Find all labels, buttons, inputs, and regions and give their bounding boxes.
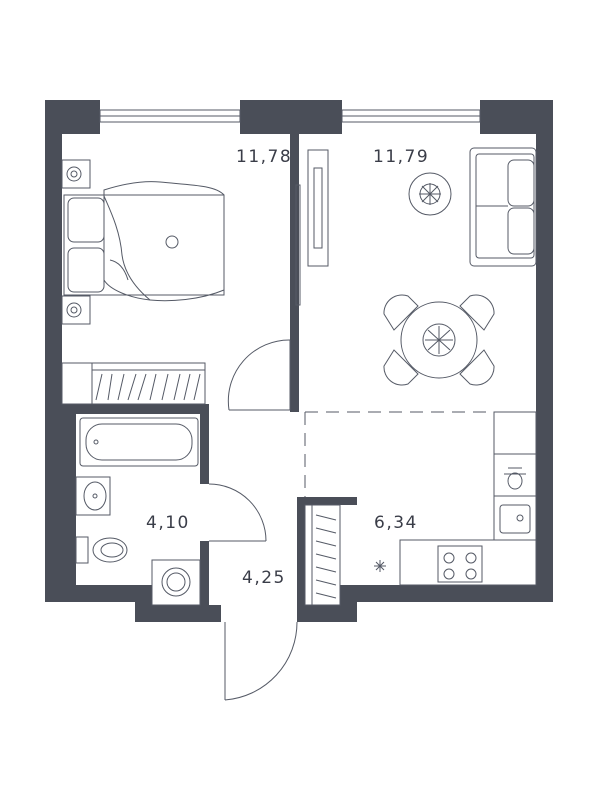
coffee-table	[408, 172, 452, 216]
bathroom-area-label: 4,10	[146, 513, 190, 533]
tv-unit	[295, 149, 329, 306]
living-room-area-label: 11,79	[373, 147, 430, 167]
sofa	[469, 147, 537, 267]
kitchen-units	[374, 411, 537, 586]
wardrobe-bedroom	[61, 362, 206, 405]
walls	[45, 100, 553, 622]
toilet	[75, 536, 128, 564]
interior-lines	[208, 339, 536, 701]
dining-table	[383, 294, 495, 386]
kitchen-area-label: 6,34	[374, 513, 418, 533]
windows	[99, 109, 481, 123]
washing-machine	[151, 559, 201, 606]
hallway-area-label: 4,25	[242, 568, 286, 588]
sink	[75, 476, 111, 516]
wardrobe-hall	[304, 504, 341, 606]
bed	[61, 159, 225, 325]
bathtub	[79, 417, 199, 467]
bedroom-area-label: 11,78	[236, 147, 293, 167]
